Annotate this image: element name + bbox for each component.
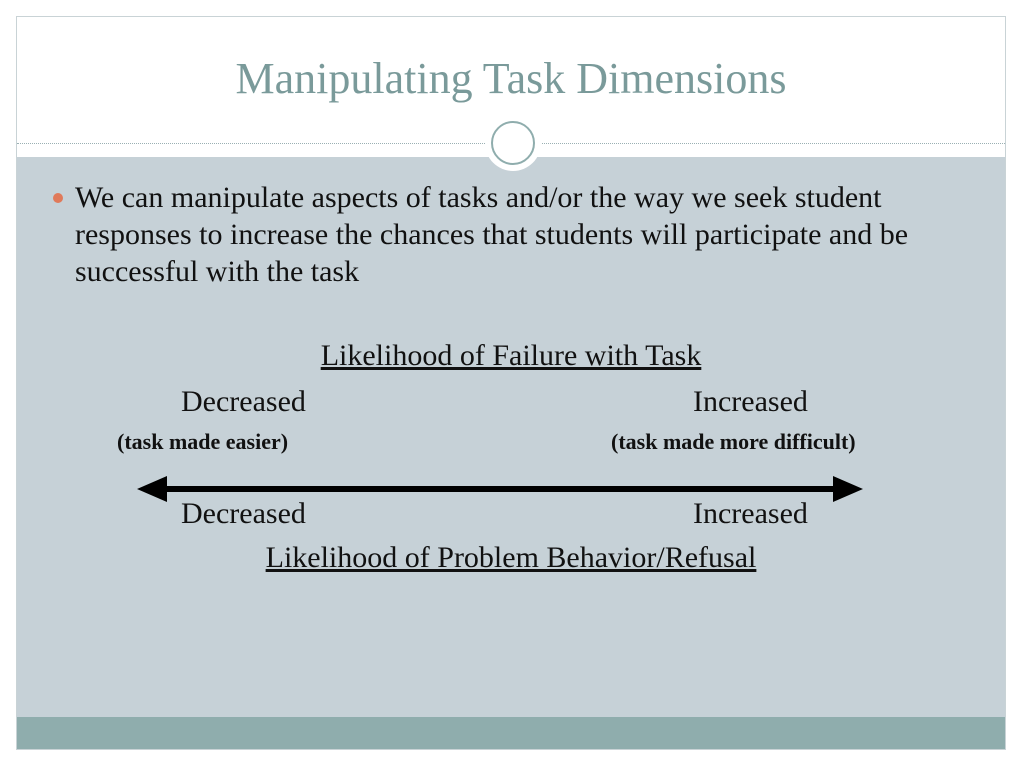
top-right-note: (task made more difficult) — [611, 429, 856, 454]
double-headed-arrow-icon — [137, 473, 867, 505]
arrow-left-head — [137, 476, 167, 502]
top-left-label: Decreased — [181, 385, 306, 418]
ring-ornament-icon — [485, 115, 541, 171]
arrow-svg — [137, 476, 863, 502]
arrow-right-head — [833, 476, 863, 502]
top-right-label: Increased — [693, 385, 808, 418]
slide-title: Manipulating Task Dimensions — [235, 54, 787, 103]
bottom-right-label: Increased — [693, 497, 808, 530]
bottom-left-label: Decreased — [181, 497, 306, 530]
failure-heading: Likelihood of Failure with Task — [320, 339, 702, 372]
arrow-shaft — [163, 486, 841, 492]
bullet-text: We can manipulate aspects of tasks and/o… — [75, 181, 909, 288]
top-left-note: (task made easier) — [117, 429, 289, 454]
circle-bullet-icon — [53, 193, 63, 203]
refusal-heading: Likelihood of Problem Behavior/Refusal — [265, 541, 757, 574]
content-panel — [17, 157, 1005, 717]
footer-bar — [17, 717, 1005, 749]
slide: Manipulating Task Dimensions We can mani… — [16, 16, 1006, 750]
ring-ornament-inner — [491, 121, 535, 165]
